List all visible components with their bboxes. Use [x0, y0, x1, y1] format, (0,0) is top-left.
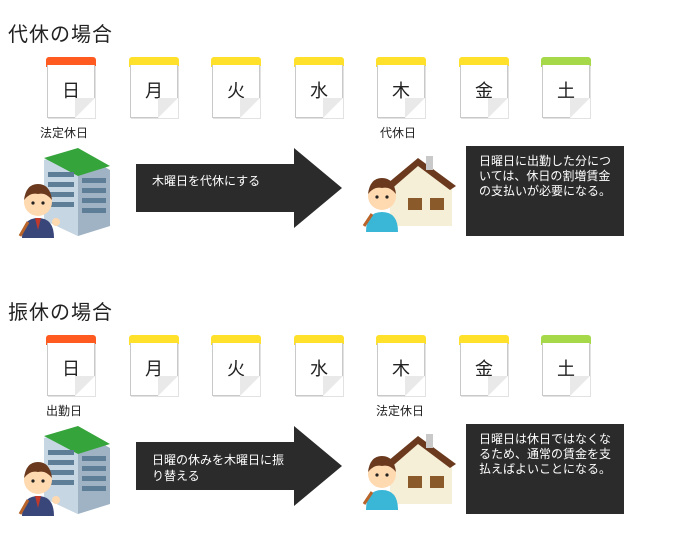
day-label: 火: [227, 359, 245, 380]
label-left: 出勤日: [46, 404, 83, 418]
section-daikyu: 代休の場合 日 月 火 水 木 金 土 法定休日 代休日 木曜日を代休にする: [0, 0, 673, 275]
office-building-icon: [18, 426, 110, 516]
calendar-icon: 月: [129, 57, 179, 119]
calendar-icon: 火: [211, 335, 261, 397]
label-left: 法定休日: [40, 126, 89, 140]
calendar-icon: 金: [459, 57, 509, 119]
day-label: 水: [310, 359, 328, 380]
day-label: 土: [557, 359, 575, 380]
day-label: 金: [475, 359, 493, 380]
calendar-icon: 水: [294, 335, 344, 397]
office-building-icon: [18, 148, 110, 238]
calendar-icon: 土: [541, 335, 591, 397]
arrow-text: 木曜日を代休にする: [152, 174, 261, 188]
day-label: 月: [145, 359, 163, 380]
calendar-icon: 火: [211, 57, 261, 119]
day-label: 日: [62, 359, 80, 380]
person-icon: [362, 456, 398, 510]
calendar-icon: 日: [46, 335, 96, 397]
calendar-icon: 日: [46, 57, 96, 119]
section-furikyu: 振休の場合 日 月 火 水 木 金 土 出勤日 法定休日 日曜の休みを木曜日に振…: [0, 278, 673, 553]
label-right: 代休日: [380, 126, 417, 140]
day-label: 木: [392, 359, 410, 380]
calendar-icon: 金: [459, 335, 509, 397]
day-label: 木: [392, 81, 410, 102]
house-icon: [362, 434, 456, 510]
arrow-right-icon: [136, 426, 342, 506]
calendar-icon: 水: [294, 57, 344, 119]
day-label: 金: [475, 81, 493, 102]
person-icon: [18, 462, 60, 516]
arrow-right-icon: [136, 148, 342, 228]
day-label: 日: [62, 81, 80, 102]
label-right: 法定休日: [376, 404, 425, 418]
person-icon: [362, 178, 398, 232]
calendar-icon: 月: [129, 335, 179, 397]
day-label: 土: [557, 81, 575, 102]
calendar-icon: 木: [376, 57, 426, 119]
section-title: 代休の場合: [8, 22, 113, 46]
person-icon: [18, 184, 60, 238]
day-label: 火: [227, 81, 245, 102]
section-title: 振休の場合: [8, 300, 113, 324]
day-label: 月: [145, 81, 163, 102]
note-box: 日曜日は休日ではなくなるため、通常の賃金を支払えばよいことになる。: [466, 424, 624, 514]
calendar-icon: 土: [541, 57, 591, 119]
day-label: 水: [310, 81, 328, 102]
arrow-text: 日曜の休みを木曜日に振り替える: [152, 453, 285, 483]
note-box: 日曜日に出勤した分については、休日の割増賃金の支払いが必要になる。: [466, 146, 624, 236]
calendar-icon: 木: [376, 335, 426, 397]
house-icon: [362, 156, 456, 232]
